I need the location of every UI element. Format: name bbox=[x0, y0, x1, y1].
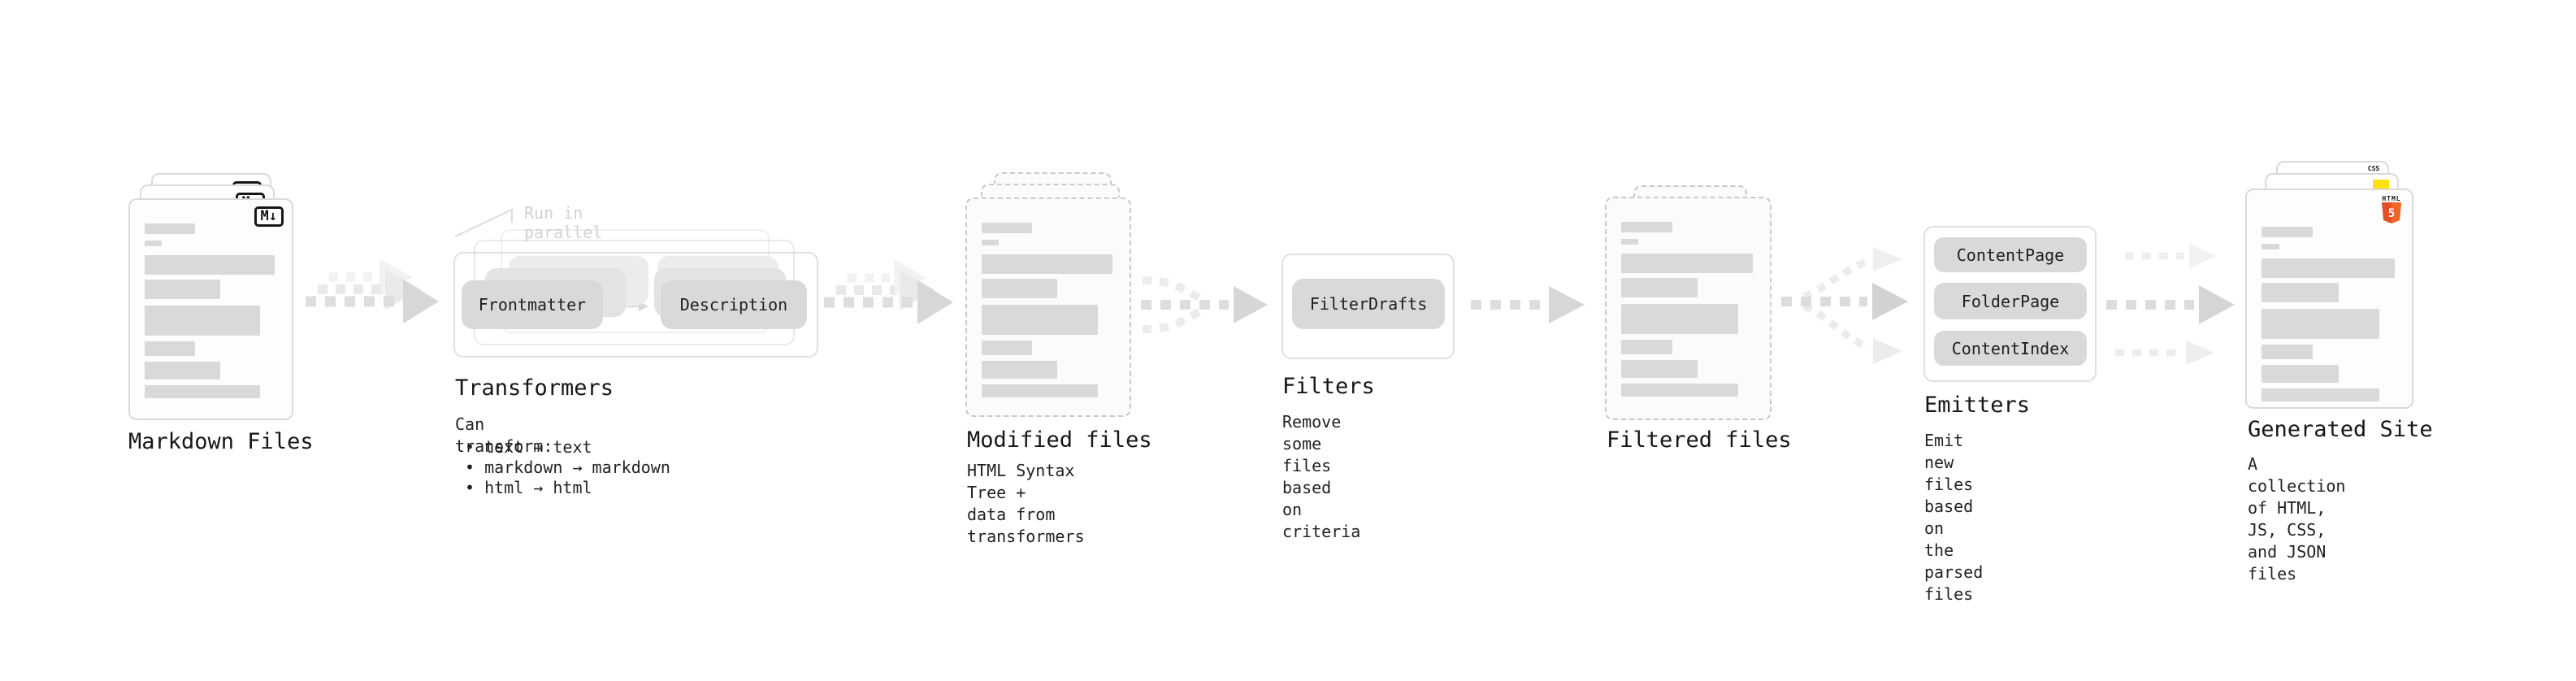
document-placeholder-lines bbox=[145, 223, 277, 398]
bullet-item: • html → html bbox=[465, 478, 592, 497]
placeholder-bar bbox=[2262, 345, 2314, 359]
placeholder-bar bbox=[145, 362, 220, 380]
transformers-bullet-list: • text → text • markdown → markdown • ht… bbox=[465, 437, 670, 498]
placeholder-bar bbox=[982, 340, 1033, 355]
placeholder-bar bbox=[2262, 365, 2340, 383]
placeholder-bar bbox=[982, 279, 1058, 298]
stage-label-emitters: Emitters bbox=[1924, 393, 2031, 418]
js-file-icon bbox=[2373, 180, 2389, 189]
transformer-pill-frontmatter: Frontmatter bbox=[462, 280, 603, 329]
placeholder-bar bbox=[1621, 278, 1698, 297]
placeholder-bar bbox=[145, 341, 195, 356]
stage-label-filters: Filters bbox=[1282, 374, 1375, 399]
transformers-desc-heading: Can transform: bbox=[455, 414, 553, 456]
placeholder-bar bbox=[982, 254, 1112, 274]
modified-files-desc: HTML Syntax Tree + data from transformer… bbox=[967, 461, 1085, 546]
file-card bbox=[1605, 197, 1772, 420]
placeholder-bar bbox=[982, 384, 1098, 397]
document-placeholder-lines bbox=[2262, 227, 2397, 401]
html5-icon: HTML 5 bbox=[2381, 195, 2402, 228]
placeholder-bar bbox=[1621, 304, 1738, 334]
emitters-desc: Emit new files based on the parsed files bbox=[1924, 431, 1984, 604]
stage-label-generated-site: Generated Site bbox=[2248, 417, 2433, 442]
emitter-pill-folderpage: FolderPage bbox=[1934, 283, 2087, 319]
placeholder-bar bbox=[145, 223, 195, 234]
placeholder-bar bbox=[1621, 239, 1639, 245]
placeholder-bar bbox=[1621, 340, 1672, 354]
arrow-filters-to-filtered bbox=[1471, 286, 1585, 323]
placeholder-bar bbox=[2262, 244, 2279, 249]
placeholder-bar bbox=[1621, 360, 1698, 378]
placeholder-bar bbox=[1621, 384, 1738, 397]
placeholder-bar bbox=[145, 241, 163, 246]
placeholder-bar bbox=[2262, 309, 2380, 339]
run-in-parallel-callout-line bbox=[454, 208, 513, 237]
placeholder-bar bbox=[982, 223, 1033, 233]
arrow-markdown-to-transformers bbox=[306, 258, 439, 323]
filters-box bbox=[1281, 254, 1455, 359]
file-card: M↓ bbox=[128, 198, 293, 420]
document-placeholder-lines bbox=[1621, 222, 1755, 397]
transformer-pill-description: Description bbox=[661, 280, 807, 329]
file-card bbox=[965, 197, 1131, 417]
markdown-icon: M↓ bbox=[254, 206, 284, 227]
arrow-emitters-to-generated bbox=[2106, 244, 2235, 365]
html5-shield: 5 bbox=[2382, 202, 2401, 223]
placeholder-bar bbox=[145, 385, 260, 398]
placeholder-bar bbox=[145, 255, 275, 275]
html5-number: 5 bbox=[2388, 207, 2395, 220]
generated-site-desc: A collection of HTML, JS, CSS, and JSON … bbox=[2248, 454, 2346, 583]
placeholder-bar bbox=[1621, 254, 1753, 273]
placeholder-bar bbox=[1621, 222, 1672, 232]
arrow-modified-to-filters-merge bbox=[1141, 276, 1268, 333]
placeholder-bar bbox=[982, 240, 1000, 245]
emitters-box bbox=[1923, 226, 2097, 382]
file-card-html: HTML 5 bbox=[2245, 189, 2413, 409]
placeholder-bar bbox=[145, 306, 260, 336]
placeholder-bar bbox=[2262, 283, 2340, 302]
document-placeholder-lines bbox=[982, 223, 1115, 397]
bullet-item: • markdown → markdown bbox=[465, 458, 670, 477]
placeholder-bar bbox=[2262, 258, 2395, 278]
transformer-box-front bbox=[453, 252, 818, 358]
stage-label-transformers: Transformers bbox=[455, 375, 614, 401]
filters-desc: Remove some files based on criteria bbox=[1282, 412, 1361, 541]
bullet-item: • text → text bbox=[465, 437, 592, 457]
run-in-parallel-annotation: Run in parallel bbox=[524, 203, 603, 242]
stage-label-modified-files: Modified files bbox=[967, 427, 1152, 453]
placeholder-bar bbox=[145, 280, 220, 299]
arrow-transformers-to-modified bbox=[824, 259, 953, 324]
placeholder-bar bbox=[982, 361, 1058, 379]
filter-pill-filterdrafts: FilterDrafts bbox=[1292, 279, 1445, 329]
placeholder-bar bbox=[2262, 227, 2314, 237]
stage-label-filtered-files: Filtered files bbox=[1607, 427, 1792, 453]
emitter-pill-contentindex: ContentIndex bbox=[1934, 331, 2087, 366]
stage-label-markdown-files: Markdown Files bbox=[128, 429, 314, 454]
emitter-pill-contentpage: ContentPage bbox=[1934, 237, 2087, 272]
arrow-filtered-to-emitters-fanout bbox=[1781, 247, 1908, 364]
placeholder-bar bbox=[2262, 388, 2380, 401]
placeholder-bar bbox=[982, 305, 1098, 335]
